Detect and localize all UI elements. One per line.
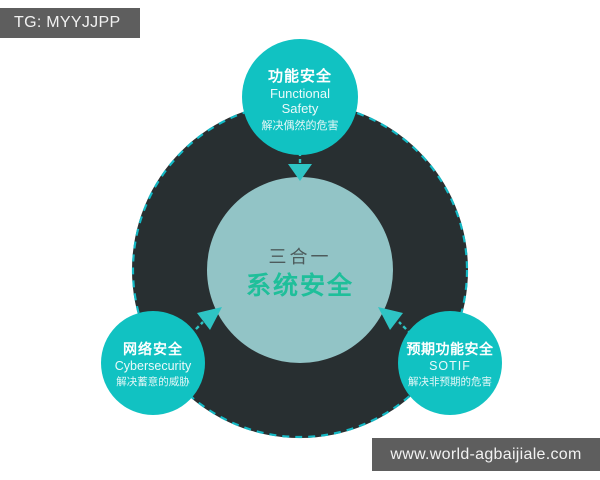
node-cybersecurity-subtitle: 解决蓄意的威胁 — [116, 375, 190, 388]
telegram-watermark: TG: MYYJJPP — [0, 8, 140, 38]
node-sotif-subtitle: 解决非预期的危害 — [408, 375, 492, 388]
node-functional-safety[interactable]: 功能安全 Functional Safety 解决偶然的危害 — [242, 39, 358, 155]
node-functional-safety-circle[interactable] — [242, 39, 358, 155]
node-sotif-title-cn: 预期功能安全 — [407, 341, 494, 358]
center-label-top: 三合一 — [269, 247, 332, 268]
node-sotif-circle[interactable] — [398, 311, 502, 415]
node-cybersecurity-circle[interactable] — [101, 311, 205, 415]
node-functional-safety-title-cn: 功能安全 — [268, 67, 332, 85]
node-functional-safety-subtitle: 解决偶然的危害 — [262, 118, 339, 132]
node-sotif-title-en: SOTIF — [429, 359, 471, 373]
center-inner-circle — [207, 177, 393, 363]
site-url-watermark: www.world-agbaijiale.com — [372, 438, 600, 471]
node-cybersecurity[interactable]: 网络安全 Cybersecurity 解决蓄意的威胁 — [101, 311, 205, 415]
node-cybersecurity-title-cn: 网络安全 — [123, 341, 183, 358]
node-sotif[interactable]: 预期功能安全 SOTIF 解决非预期的危害 — [398, 311, 502, 415]
node-functional-safety-title-en-line1: Functional — [270, 86, 330, 101]
node-cybersecurity-title-en: Cybersecurity — [115, 359, 192, 373]
node-functional-safety-title-en-line2: Safety — [282, 101, 319, 116]
center-label-main: 系统安全 — [246, 271, 354, 300]
